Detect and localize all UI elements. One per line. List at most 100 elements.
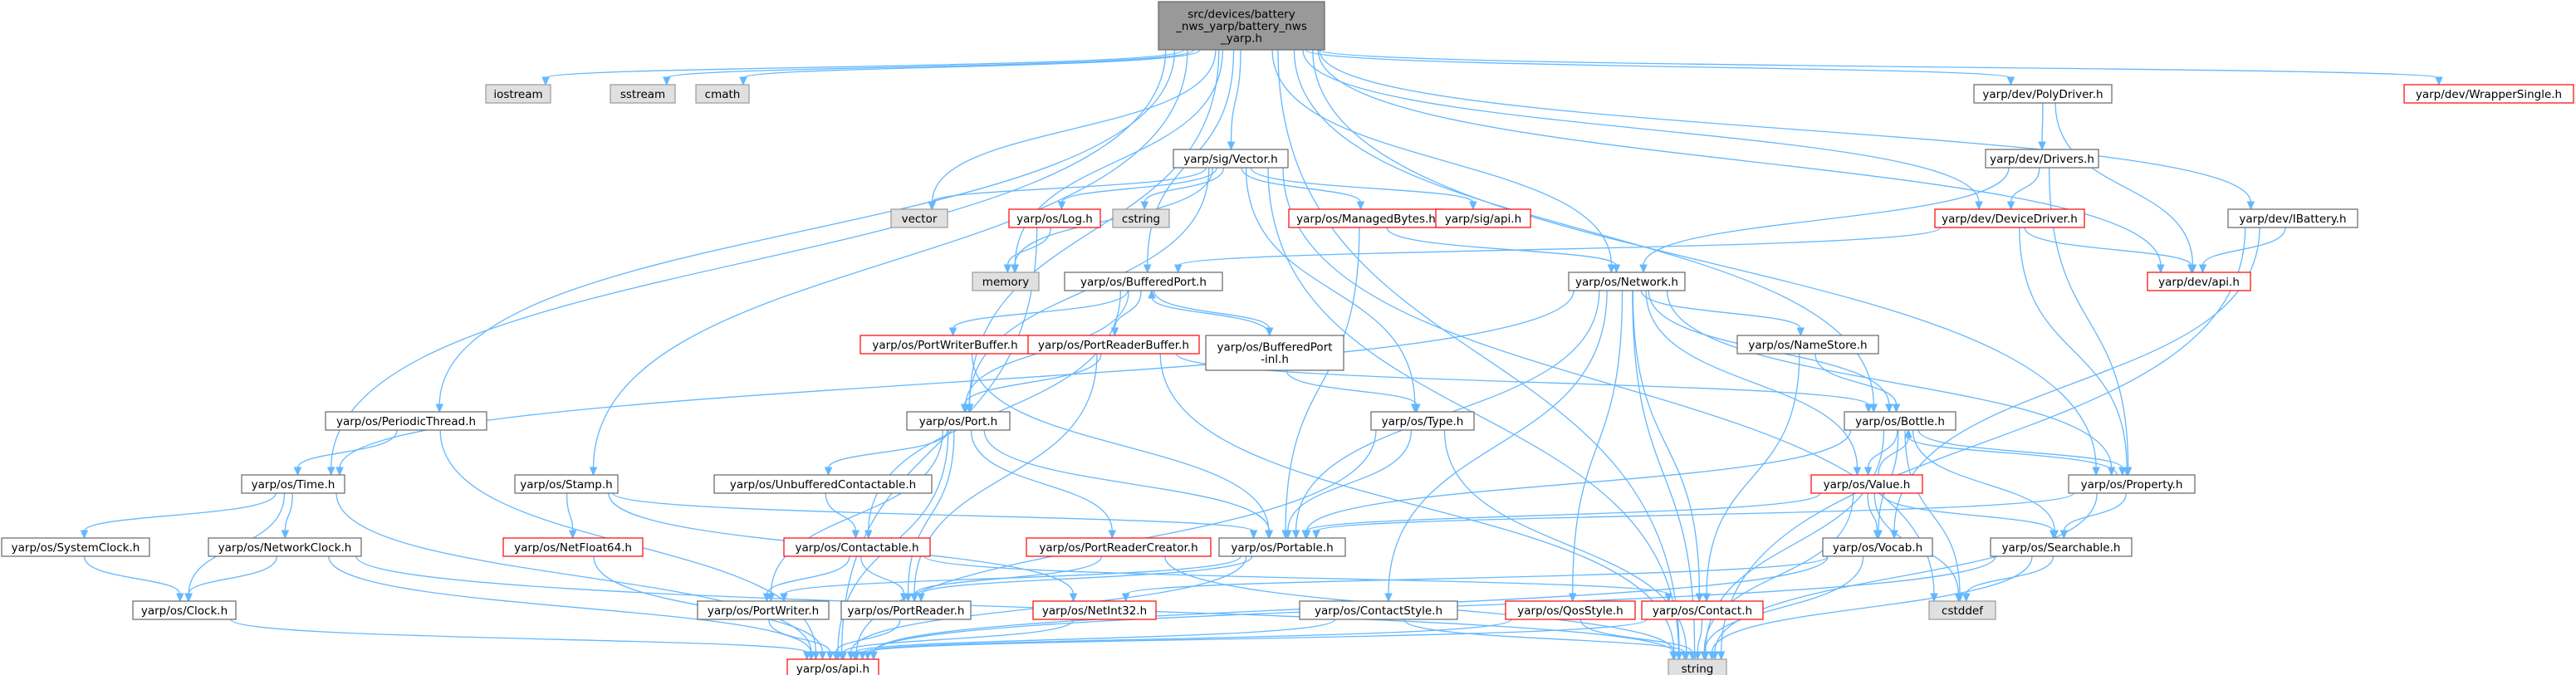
node-label: yarp/os/Searchable.h <box>2002 541 2121 555</box>
edge-vocab-to-netint32 <box>1121 555 1829 603</box>
node-network[interactable]: yarp/os/Network.h <box>1568 271 1686 291</box>
node-type[interactable]: yarp/os/Type.h <box>1370 411 1475 431</box>
node-clock[interactable]: yarp/os/Clock.h <box>132 600 237 620</box>
edge-contactable-to-portreader <box>860 555 908 603</box>
node-value[interactable]: yarp/os/Value.h <box>1810 474 1923 494</box>
node-polydriver[interactable]: yarp/dev/PolyDriver.h <box>1973 84 2113 104</box>
node-box <box>485 84 551 104</box>
node-box <box>890 208 948 228</box>
node-searchable[interactable]: yarp/os/Searchable.h <box>1990 537 2133 557</box>
node-portable[interactable]: yarp/os/Portable.h <box>1218 537 1346 557</box>
node-contact[interactable]: yarp/os/Contact.h <box>1641 600 1764 620</box>
node-box <box>786 658 879 675</box>
edge-arrowhead <box>1693 651 1702 661</box>
node-portreaderbuffer[interactable]: yarp/os/PortReaderBuffer.h <box>1027 335 1200 355</box>
node-bufferedportinl[interactable]: yarp/os/BufferedPort-inl.h <box>1205 335 1344 371</box>
node-root[interactable]: src/devices/battery_nws_yarp/battery_nws… <box>1158 1 1325 51</box>
node-cstddef: cstddef <box>1928 600 1996 620</box>
node-box <box>1026 537 1212 557</box>
node-wrappersingle[interactable]: yarp/dev/WrapperSingle.h <box>2403 84 2574 104</box>
edge-line <box>1317 49 2162 267</box>
node-box <box>502 537 644 557</box>
edge-line <box>83 555 181 595</box>
node-bufferedport[interactable]: yarp/os/BufferedPort.h <box>1064 271 1223 291</box>
edge-port-to-portable <box>983 429 1274 540</box>
edge-arrowhead <box>864 530 873 540</box>
node-label: yarp/sig/api.h <box>1445 213 1521 226</box>
node-portreadercreator[interactable]: yarp/os/PortReaderCreator.h <box>1026 537 1212 557</box>
node-ibattery[interactable]: yarp/dev/IBattery.h <box>2227 208 2358 228</box>
edge-line <box>970 429 1113 532</box>
edge-line <box>188 555 277 595</box>
edge-arrowhead <box>1312 530 1320 540</box>
node-netint32[interactable]: yarp/os/NetInt32.h <box>1032 600 1157 620</box>
node-vocab[interactable]: yarp/os/Vocab.h <box>1822 537 1933 557</box>
node-sigapi[interactable]: yarp/sig/api.h <box>1435 208 1531 228</box>
edge-line <box>920 555 1253 595</box>
edge-line <box>1714 492 2098 653</box>
edge-portreaderbuffer-to-portreader <box>910 353 1098 603</box>
edge-arrowhead <box>818 651 827 661</box>
edge-bottle-to-value <box>1863 429 1898 477</box>
node-managedbytes[interactable]: yarp/os/ManagedBytes.h <box>1288 208 1444 228</box>
node-contactable[interactable]: yarp/os/Contactable.h <box>783 537 931 557</box>
node-netfloat64[interactable]: yarp/os/NetFloat64.h <box>502 537 644 557</box>
node-oslog[interactable]: yarp/os/Log.h <box>1008 208 1101 228</box>
node-property[interactable]: yarp/os/Property.h <box>2068 474 2196 494</box>
edge-systemclock-to-clock <box>83 555 184 603</box>
edge-line <box>1882 492 2054 532</box>
node-contactstyle[interactable]: yarp/os/ContactStyle.h <box>1299 600 1458 620</box>
edge-arrowhead <box>1356 201 1365 211</box>
node-time[interactable]: yarp/os/Time.h <box>241 474 345 494</box>
edge-root-to-wrappersingle <box>1319 49 2443 86</box>
edge-line <box>296 429 398 469</box>
edge-line <box>1245 167 1416 406</box>
node-qosstyle[interactable]: yarp/os/QosStyle.h <box>1505 600 1636 620</box>
edge-line <box>742 49 1201 79</box>
node-portwriterbuffer[interactable]: yarp/os/PortWriterBuffer.h <box>859 335 1031 355</box>
node-sigvector[interactable]: yarp/sig/Vector.h <box>1173 149 1289 169</box>
edge-network-to-property <box>1666 290 2116 477</box>
edge-arrowhead <box>80 530 89 540</box>
node-portwriter[interactable]: yarp/os/PortWriter.h <box>697 600 830 620</box>
node-box <box>1810 474 1923 494</box>
node-systemclock[interactable]: yarp/os/SystemClock.h <box>1 537 150 557</box>
edge-arrowhead <box>184 593 193 603</box>
node-port[interactable]: yarp/os/Port.h <box>906 411 1011 431</box>
edge-line <box>1703 492 1854 653</box>
edge-arrowhead <box>1469 201 1477 211</box>
node-label: iostream <box>493 88 542 101</box>
node-bottle[interactable]: yarp/os/Bottle.h <box>1844 411 1956 431</box>
node-label: yarp/os/PortWriter.h <box>708 604 819 618</box>
edge-netint32-to-osapi <box>839 619 1075 661</box>
node-devapi[interactable]: yarp/dev/api.h <box>2147 271 2251 291</box>
edge-arrowhead <box>1121 593 1130 603</box>
node-networkclock[interactable]: yarp/os/NetworkClock.h <box>208 537 362 557</box>
node-namestore[interactable]: yarp/os/NameStore.h <box>1736 335 1879 355</box>
edge-sigvector-to-sigapi <box>1250 167 1477 211</box>
node-label: yarp/os/BufferedPort.h <box>1080 276 1207 289</box>
node-box <box>695 84 750 104</box>
node-unbuffered[interactable]: yarp/os/UnbufferedContactable.h <box>713 474 933 494</box>
node-devicedriver[interactable]: yarp/dev/DeviceDriver.h <box>1934 208 2085 228</box>
node-box <box>1032 600 1157 620</box>
node-periodicthread[interactable]: yarp/os/PeriodicThread.h <box>325 411 487 431</box>
edge-arrowhead <box>1890 530 1898 540</box>
edge-arrowhead <box>1003 264 1012 274</box>
node-portreader[interactable]: yarp/os/PortReader.h <box>840 600 972 620</box>
edge-line <box>1312 49 2097 469</box>
edge-arrowhead <box>858 651 867 661</box>
node-drivers[interactable]: yarp/dev/Drivers.h <box>1985 149 2099 169</box>
edge-time-to-systemclock <box>80 492 277 540</box>
node-stamp[interactable]: yarp/os/Stamp.h <box>514 474 619 494</box>
edge-line <box>861 619 1512 653</box>
node-osapi[interactable]: yarp/os/api.h <box>786 658 879 675</box>
edge-line <box>1282 167 1935 595</box>
edge-portreaderbuffer-to-port <box>960 353 1102 413</box>
edge-property-to-bottle <box>1904 428 2118 476</box>
node-label: yarp/os/Log.h <box>1016 213 1093 226</box>
edge-line <box>1271 49 1613 267</box>
edge-line <box>1287 429 1413 532</box>
edge-arrowhead <box>2435 76 2443 86</box>
node-box <box>2147 271 2251 291</box>
